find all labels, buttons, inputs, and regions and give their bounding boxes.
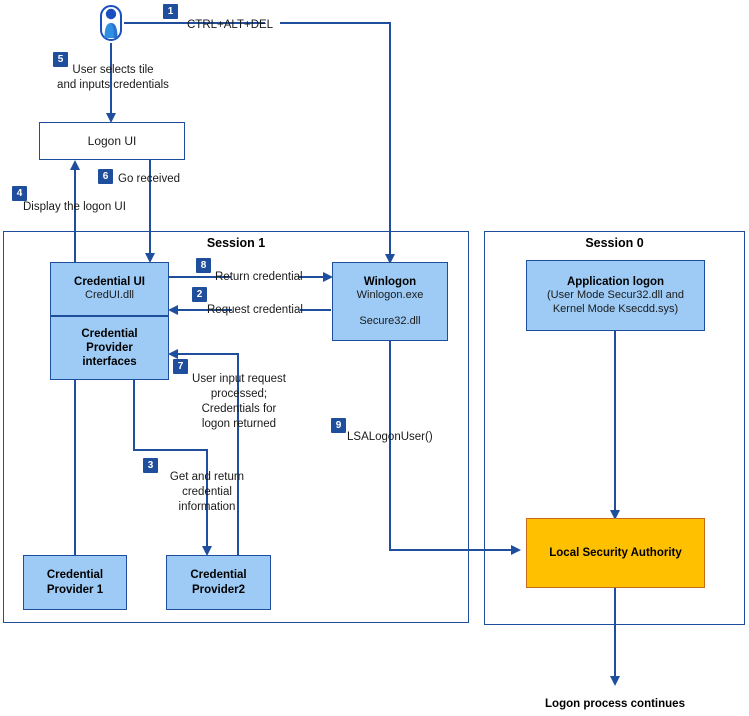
node-winlogon-sub2: Secure32.dll — [359, 315, 421, 327]
step-label-3: Get and return credential information — [169, 471, 245, 513]
step-label-9: LSALogonUser() — [347, 431, 433, 443]
step-label-5: User selects tile and inputs credentials — [57, 64, 169, 91]
node-winlogon-title: Winlogon — [363, 275, 417, 288]
step-badge-6: 6 — [98, 169, 113, 184]
node-logon-ui[interactable]: Logon UI — [39, 122, 185, 160]
node-application-logon-sub: (User Mode Secur32.dll and Kernel Mode K… — [547, 289, 684, 315]
step-label-7: User input request processed; Credential… — [192, 373, 286, 430]
node-application-logon-title: Application logon — [566, 276, 665, 289]
node-local-security-authority-title: Local Security Authority — [549, 546, 682, 559]
step-badge-5: 5 — [53, 52, 68, 67]
edge-ctrlaltdel-to-winlogon — [280, 22, 395, 264]
node-credential-ui[interactable]: Credential UI CredUI.dll — [50, 262, 169, 316]
step-badge-1: 1 — [163, 4, 178, 19]
node-logon-ui-title: Logon UI — [87, 133, 137, 148]
step-badge-3: 3 — [143, 458, 158, 473]
session-0-container — [484, 231, 745, 625]
step-badge-8: 8 — [196, 258, 211, 273]
node-credential-provider-interfaces-title: Credential Provider interfaces — [81, 327, 138, 368]
session-1-title: Session 1 — [206, 236, 266, 250]
step-badge-2: 2 — [192, 287, 207, 302]
session-0-title: Session 0 — [585, 236, 644, 250]
node-credential-provider-1-title: Credential Provider 1 — [46, 569, 104, 596]
node-credential-ui-title: Credential UI — [74, 276, 145, 289]
footer-label: Logon process continues — [545, 698, 685, 710]
step-badge-4: 4 — [12, 186, 27, 201]
step-label-1: CTRL+ALT+DEL — [187, 19, 274, 31]
node-credential-ui-sub: CredUI.dll — [85, 289, 134, 302]
step-label-6: Go received — [118, 173, 181, 185]
step-label-2: Request credential — [207, 304, 303, 316]
node-credential-provider-2-title: Credential Provider2 — [190, 569, 247, 596]
step-label-8: Return credential — [215, 271, 303, 283]
node-local-security-authority[interactable]: Local Security Authority — [526, 518, 705, 588]
node-winlogon-sub: Winlogon.exe — [356, 288, 424, 301]
node-credential-provider-interfaces[interactable]: Credential Provider interfaces — [50, 316, 169, 380]
node-application-logon[interactable]: Application logon (User Mode Secur32.dll… — [526, 260, 705, 331]
step-badge-7: 7 — [173, 359, 188, 374]
session-1-container — [3, 231, 469, 623]
user-person-icon — [98, 4, 124, 42]
node-winlogon[interactable]: Winlogon Winlogon.exe Secure32.dll — [332, 262, 448, 341]
node-credential-provider-1[interactable]: Credential Provider 1 — [23, 555, 127, 610]
node-credential-provider-2[interactable]: Credential Provider2 — [166, 555, 271, 610]
step-label-4: Display the logon UI — [23, 201, 126, 213]
step-badge-9: 9 — [331, 418, 346, 433]
